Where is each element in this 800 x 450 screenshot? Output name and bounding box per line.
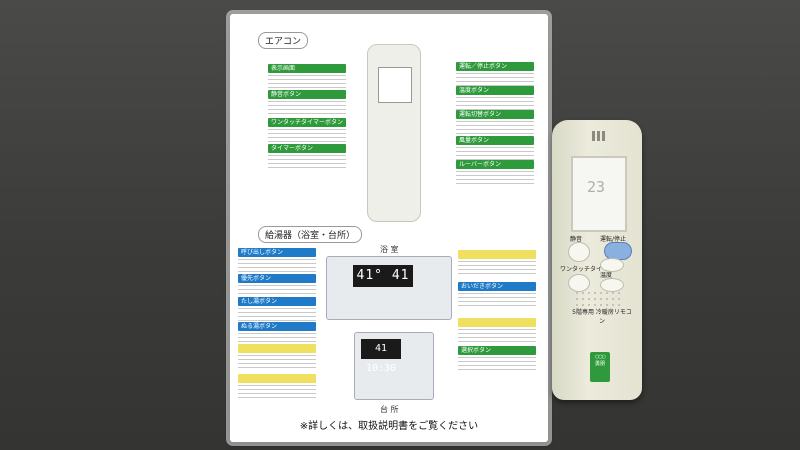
callout-description-lines <box>238 385 316 399</box>
callout-description-lines <box>238 285 316 299</box>
callout-select-button: 選択ボタン <box>458 346 536 371</box>
callout-lukewarm-button: ぬる湯ボタン <box>238 322 316 347</box>
callout-tag: ぬる湯ボタン <box>238 322 316 331</box>
callout-tag-blank <box>458 250 536 259</box>
callout-onetouch-timer-button: ワンタッチタイマーボタン <box>268 118 346 143</box>
ac-remote-diagram-screen <box>378 67 412 103</box>
quiet-label: 静音 <box>570 236 583 243</box>
callout-louver-button: ルーバーボタン <box>456 160 534 185</box>
brand-logo-circles: ○○○ <box>594 354 606 360</box>
callout-reheat-button: おいだきボタン <box>458 282 536 307</box>
remote-speaker-dots <box>574 290 620 310</box>
kitchen-panel-title: 台 所 <box>380 405 399 414</box>
callout-display-screen: 表示画面 <box>268 64 346 89</box>
callout-unlabeled-yellow <box>238 374 316 399</box>
callout-description-lines <box>456 121 534 135</box>
kitchen-control-panel-diagram: 41 10:30 <box>354 332 434 400</box>
callout-unlabeled-yellow <box>238 344 316 369</box>
bath-panel-title: 浴 室 <box>380 245 399 254</box>
callout-description-lines <box>456 147 534 161</box>
remote-vents <box>592 126 607 145</box>
bath-control-panel-diagram: 41° 41 <box>326 256 452 320</box>
callout-description-lines <box>268 129 346 143</box>
callout-tag: 優先ボタン <box>238 274 316 283</box>
temperature-up-button[interactable] <box>600 258 624 272</box>
ac-remote-control: 23 静音 運転/停止 ワンタッチタイマー 温度 5階専用 冷暖房リモコン ○○… <box>552 120 642 400</box>
callout-timer-button: タイマーボタン <box>268 144 346 169</box>
callout-fan-button: 風量ボタン <box>456 136 534 161</box>
remote-lcd-screen: 23 <box>571 156 627 232</box>
power-label: 運転/停止 <box>600 236 627 243</box>
callout-tag: タイマーボタン <box>268 144 346 153</box>
callout-unlabeled-yellow <box>458 250 536 275</box>
callout-priority-button: 優先ボタン <box>238 274 316 299</box>
callout-tag: 呼び出しボタン <box>238 248 316 257</box>
callout-tag: 静音ボタン <box>268 90 346 99</box>
ac-section-label: エアコン <box>258 32 309 49</box>
instruction-sheet: エアコン 表示画面 静音ボタン ワンタッチタイマーボタン タイマーボタン 運転／… <box>230 14 548 442</box>
boiler-section-label: 給湯器（浴室・台所） <box>258 226 363 243</box>
callout-tag-blank <box>458 318 536 327</box>
callout-description-lines <box>458 293 536 307</box>
callout-mode-button: 運転切替ボタン <box>456 110 534 135</box>
quiet-button[interactable] <box>568 242 590 262</box>
callout-tag: ルーバーボタン <box>456 160 534 169</box>
callout-description-lines <box>456 171 534 185</box>
callout-tag: 選択ボタン <box>458 346 536 355</box>
callout-description-lines <box>268 155 346 169</box>
callout-description-lines <box>458 329 536 343</box>
callout-tag-blank <box>238 374 316 383</box>
callout-tag: 表示画面 <box>268 64 346 73</box>
callout-description-lines <box>268 75 346 89</box>
callout-tag: 運転／停止ボタン <box>456 62 534 71</box>
callout-description-lines <box>238 308 316 322</box>
callout-add-hot-water-button: たし湯ボタン <box>238 297 316 322</box>
ac-remote-diagram <box>367 44 421 222</box>
kitchen-panel-display: 41 10:30 <box>361 339 401 374</box>
callout-temperature-button: 温度ボタン <box>456 86 534 111</box>
callout-power-button: 運転／停止ボタン <box>456 62 534 87</box>
callout-tag: たし湯ボタン <box>238 297 316 306</box>
brand-logo-text: 勇朋 <box>594 361 605 367</box>
brand-logo: ○○○ 勇朋 <box>590 352 610 382</box>
callout-tag: 温度ボタン <box>456 86 534 95</box>
callout-description-lines <box>456 97 534 111</box>
callout-tag: おいだきボタン <box>458 282 536 291</box>
temperature-label: 温度 <box>600 272 613 279</box>
callout-description-lines <box>458 357 536 371</box>
remote-lcd-temperature: 23 <box>587 178 606 196</box>
callout-tag: ワンタッチタイマーボタン <box>268 118 346 127</box>
callout-description-lines <box>456 73 534 87</box>
callout-description-lines <box>238 259 316 273</box>
callout-unlabeled-yellow <box>458 318 536 343</box>
callout-call-button: 呼び出しボタン <box>238 248 316 273</box>
callout-description-lines <box>268 101 346 115</box>
callout-description-lines <box>458 261 536 275</box>
onetouch-timer-label: ワンタッチタイマー <box>560 266 615 273</box>
callout-tag: 運転切替ボタン <box>456 110 534 119</box>
footer-note: ※詳しくは、取扱説明書をご覧ください <box>299 421 479 432</box>
callout-description-lines <box>238 355 316 369</box>
callout-description-lines <box>238 333 316 347</box>
callout-quiet-button: 静音ボタン <box>268 90 346 115</box>
callout-tag-blank <box>238 344 316 353</box>
remote-model-label: 5階専用 冷暖房リモコン <box>572 309 632 325</box>
callout-tag: 風量ボタン <box>456 136 534 145</box>
bath-panel-display: 41° 41 <box>353 265 413 287</box>
